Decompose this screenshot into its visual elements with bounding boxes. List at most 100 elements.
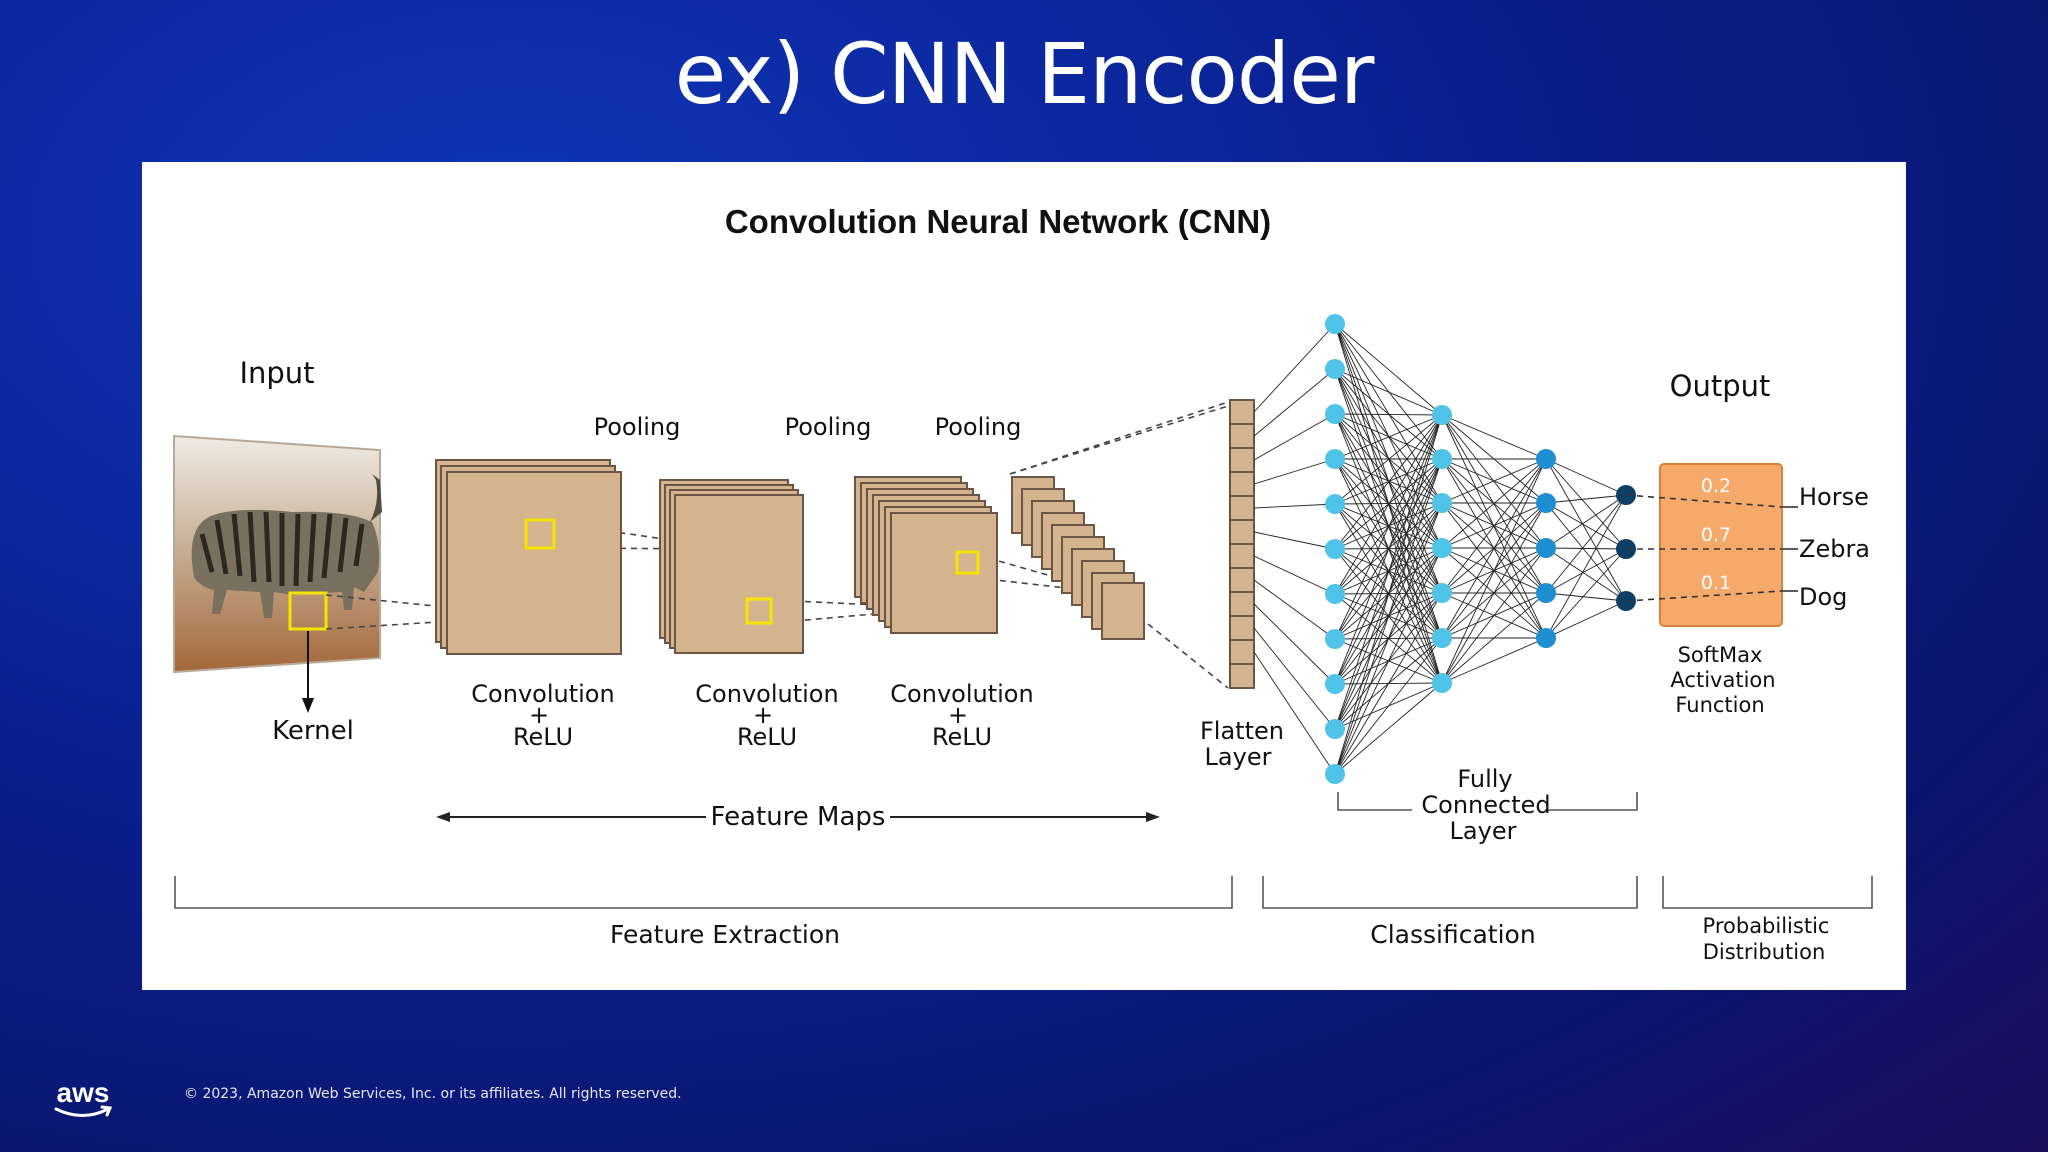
flatten-layer [1229,399,1255,689]
network-edge [1253,627,1336,730]
network-node [1325,494,1345,514]
section-brackets [174,876,1873,909]
network-edge [1334,323,1443,460]
network-node [1325,629,1345,649]
softmax-label: SoftMax Activation Function [1670,643,1775,717]
flatten-label-line1: Flatten [1200,717,1284,745]
network-edge [1545,458,1627,496]
network-edge [1441,458,1547,594]
network-edge [1441,458,1547,639]
network-connections [1253,323,1627,775]
pooling-label-1: Pooling [594,413,681,441]
probabilistic-label-line1: Probabilistic [1703,914,1830,938]
network-edge [1334,414,1443,595]
diagram-title: Convolution Neural Network (CNN) [725,203,1271,240]
network-edge [1334,413,1443,416]
input-label: Input [239,356,314,390]
network-edge [1545,494,1627,594]
network-edge [1253,323,1336,413]
network-node [1536,449,1556,469]
fully-connected-label-line2: Connected [1421,791,1550,819]
conv3-feature-maps [854,476,998,634]
plus-label: + [948,701,968,729]
network-edge [1545,547,1627,550]
network-edge [1253,458,1336,485]
network-edge [1545,458,1627,602]
fully-connected-bracket [1337,792,1638,811]
network-node [1536,493,1556,513]
conv-relu-label-1: Convolution + ReLU [471,680,614,751]
network-edge [1334,414,1443,685]
fully-connected-label-line1: Fully [1457,765,1512,793]
output-label: Output [1670,369,1771,403]
network-edge [1334,458,1443,775]
network-edge [1334,502,1443,775]
conv-relu-label-3: Convolution + ReLU [890,680,1033,751]
pooling-label-2: Pooling [785,413,872,441]
network-node [1325,719,1345,739]
network-edge [1334,368,1443,416]
network-node [1325,404,1345,424]
network-node [1325,764,1345,784]
conv2-feature-maps [659,479,804,654]
network-node [1325,539,1345,559]
zebra-input-image [173,434,382,674]
relu-label: ReLU [737,723,797,751]
relu-label: ReLU [513,723,573,751]
network-node [1432,538,1452,558]
pooling-label-3: Pooling [935,413,1022,441]
fully-connected-label-line3: Layer [1450,817,1517,845]
network-edge [1441,414,1547,460]
network-edge [1545,547,1627,602]
cnn-diagram: Convolution Neural Network (CNN) Input K… [173,203,1873,964]
softmax-label-line3: Function [1675,693,1764,717]
network-edge [1545,502,1627,550]
network-node [1432,673,1452,693]
network-edge [1334,368,1443,504]
network-edge [1545,592,1627,602]
network-edge [1441,458,1547,684]
flatten-label-line2: Layer [1205,743,1272,771]
relu-label: ReLU [932,723,992,751]
network-edge [1253,555,1336,595]
softmax-label-line1: SoftMax [1678,643,1763,667]
network-edge [1253,651,1336,775]
network-edge [1545,494,1627,504]
feature-maps-arrow: Feature Maps [436,802,1160,832]
prob-zebra: 0.7 [1701,524,1731,546]
network-edge [1253,503,1336,509]
class-dog: Dog [1799,583,1847,611]
network-node [1536,628,1556,648]
conv1-feature-maps [435,459,622,655]
network-edge [1441,458,1547,504]
network-edge [1334,414,1443,505]
network-edge [1334,637,1443,775]
input-kernel-box [288,591,328,631]
slide-title: ex) CNN Encoder [674,25,1375,123]
network-edge [1334,414,1443,550]
conv-label: Convolution [890,680,1033,708]
network-edge [1253,603,1336,685]
network-edge [1441,414,1547,549]
network-edge [1334,592,1443,775]
network-edge [1441,592,1547,684]
aws-logo-text: aws [57,1077,110,1108]
class-horse: Horse [1799,483,1869,511]
network-edge [1441,458,1547,549]
kernel-label: Kernel [272,716,354,746]
prob-horse: 0.2 [1701,475,1731,497]
network-node [1325,674,1345,694]
network-edge [1545,548,1627,639]
class-zebra: Zebra [1799,535,1870,563]
network-edge [1545,502,1627,602]
output-probabilities: 0.2 0.7 0.1 [1701,475,1731,594]
network-edge [1253,413,1336,461]
network-edge [1253,368,1336,437]
classification-label: Classification [1370,920,1535,949]
network-edge [1441,502,1547,684]
aws-logo: aws [54,1077,113,1117]
network-edge [1441,637,1547,684]
network-edge [1545,494,1627,639]
network-node [1432,628,1452,648]
network-edge [1545,494,1627,549]
